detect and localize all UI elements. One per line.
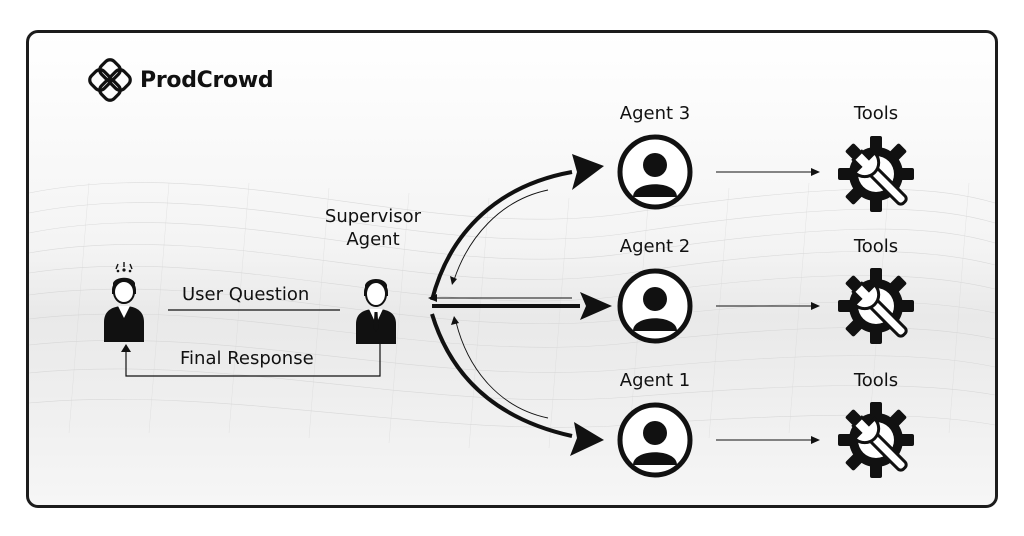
tools1-label: Tools (853, 370, 899, 391)
agent1-label: Agent 1 (619, 370, 691, 391)
agent2-return-arrowhead (428, 294, 437, 302)
agent1-arrowhead (570, 422, 604, 456)
agent3-avatar-icon (617, 134, 693, 210)
knot-logo-icon (88, 58, 132, 102)
supervisor-title-line2: Agent (346, 229, 400, 250)
final-response-arrowhead (121, 344, 131, 352)
agent-to-tools-edges (716, 171, 812, 441)
tools1-gear-wrench-icon (838, 402, 914, 478)
tools3-gear-wrench-icon (838, 136, 914, 212)
agent3-arrowhead (572, 154, 604, 190)
tools3-label: Tools (853, 103, 899, 124)
user-question-label: User Question (182, 284, 310, 305)
brand-logo[interactable]: ProdCrowd (88, 58, 274, 102)
agent3-label: Agent 3 (619, 103, 691, 124)
supervisor-to-agent3-arrow (430, 170, 573, 301)
agent3-return-arrowhead (450, 276, 457, 285)
tools2-arrowhead (811, 302, 820, 310)
supervisor-person-icon (356, 279, 396, 344)
agent1-return-arrowhead (451, 316, 459, 325)
final-response-label: Final Response (180, 348, 314, 369)
supervisor-agent-label: Supervisor Agent (318, 206, 428, 250)
user-person-icon (104, 262, 144, 342)
brand-name: ProdCrowd (140, 67, 274, 93)
supervisor-to-agent1-arrow (430, 313, 573, 438)
tools2-label: Tools (853, 236, 899, 257)
agent1-return-edge (455, 321, 549, 419)
agent2-label: Agent 2 (619, 236, 691, 257)
final-response-edge (125, 344, 381, 377)
agent2-avatar-icon (617, 268, 693, 344)
agent1-avatar-icon (617, 402, 693, 478)
tools3-arrowhead (811, 168, 820, 176)
diagram-card (26, 30, 998, 508)
tools2-gear-wrench-icon (838, 268, 914, 344)
agent3-return-edge (453, 189, 549, 281)
supervisor-title-line1: Supervisor (324, 206, 422, 227)
agent2-arrowhead (580, 292, 612, 320)
tools1-arrowhead (811, 436, 820, 444)
